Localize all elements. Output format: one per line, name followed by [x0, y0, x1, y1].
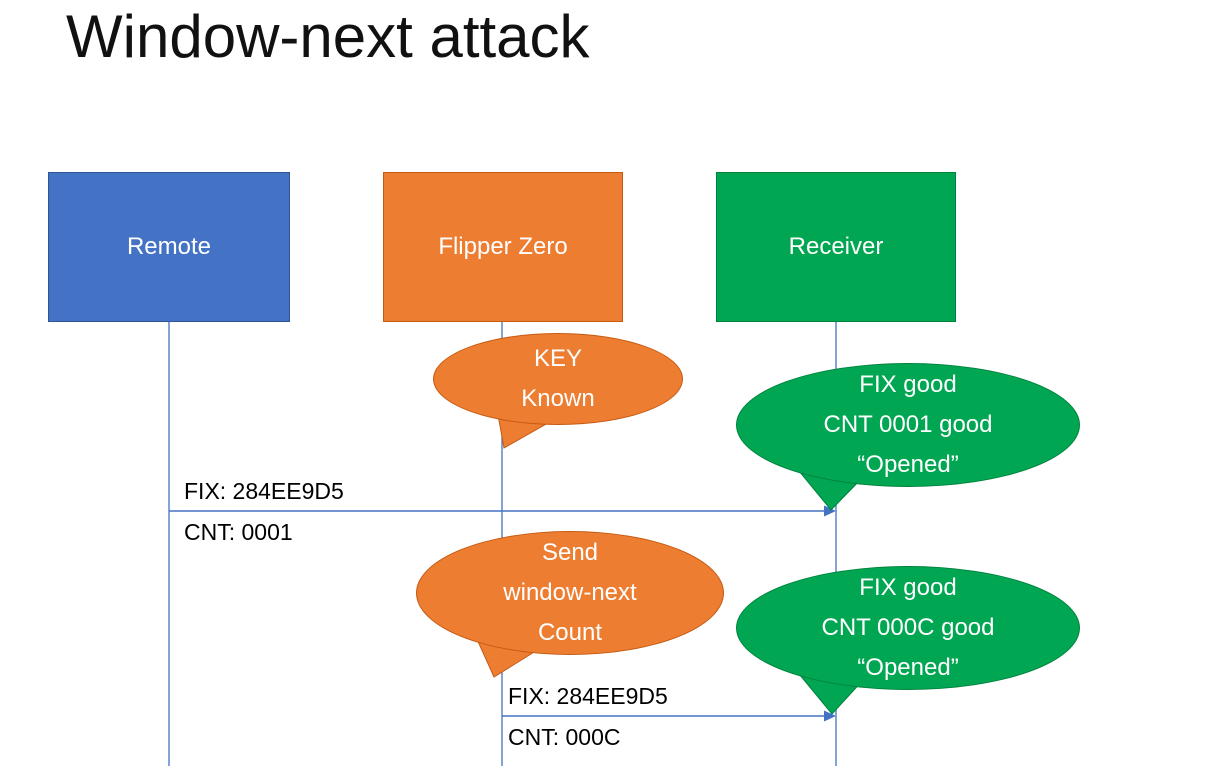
actor-label-remote: Remote	[126, 233, 212, 260]
speech-bubble-send-window-next: Send window-next Count	[416, 531, 724, 655]
bubble-line: CNT 0001 good	[823, 411, 993, 438]
speech-bubble-opened-2: FIX good CNT 000C good “Opened”	[736, 566, 1080, 690]
bubble-line: “Opened”	[857, 654, 959, 681]
bubble-line: window-next	[503, 579, 637, 606]
message-2-cnt-label: CNT: 000C	[508, 724, 621, 750]
actor-box-receiver: Receiver	[716, 172, 956, 322]
actor-box-flipper-zero: Flipper Zero	[383, 172, 623, 322]
bubble-line: CNT 000C good	[821, 614, 995, 641]
message-arrowhead-2	[824, 710, 836, 722]
actor-box-remote: Remote	[48, 172, 290, 322]
bubble-line: “Opened”	[857, 451, 959, 478]
slide-title: Window-next attack	[66, 3, 590, 70]
speech-bubble-opened-1: FIX good CNT 0001 good “Opened”	[736, 363, 1080, 487]
message-2-fix-label: FIX: 284EE9D5	[508, 683, 668, 709]
actor-label-flipper-zero: Flipper Zero	[438, 233, 568, 260]
bubble-line: Known	[521, 385, 595, 412]
speech-bubble-key-known: KEY Known	[433, 333, 683, 425]
bubble-line: FIX good	[859, 574, 957, 601]
message-1-fix-label: FIX: 284EE9D5	[184, 478, 344, 504]
bubble-line: FIX good	[859, 371, 957, 398]
bubble-line: Count	[537, 619, 603, 646]
bubble-line: KEY	[533, 345, 583, 372]
message-arrowhead-1	[824, 505, 836, 517]
actor-label-receiver: Receiver	[788, 233, 884, 260]
message-1-cnt-label: CNT: 0001	[184, 519, 293, 545]
bubble-line: Send	[541, 539, 599, 566]
